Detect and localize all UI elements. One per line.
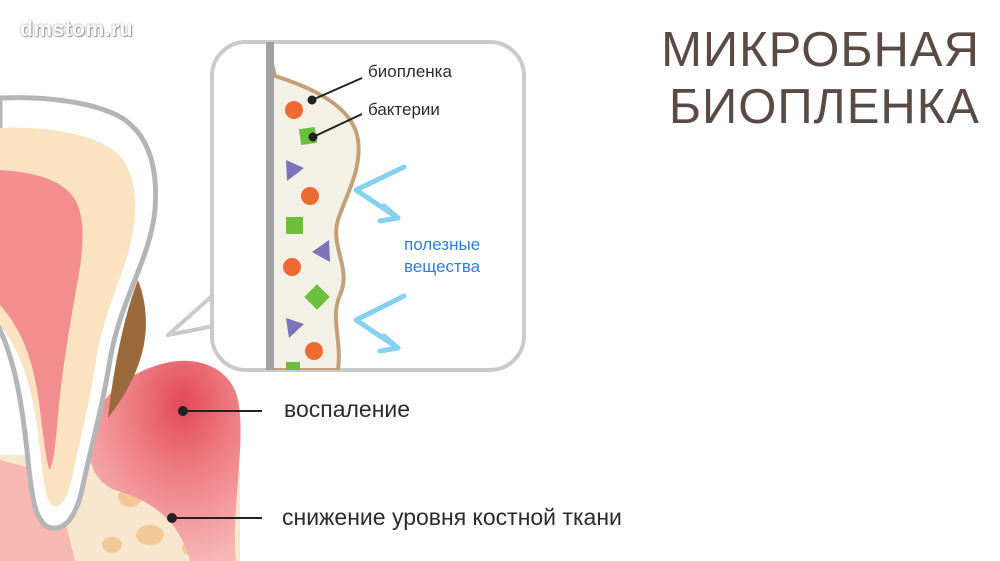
bacterium-purple <box>286 160 304 181</box>
bacteria-label: бактерии <box>368 100 440 119</box>
nutrient-arrows <box>353 164 407 354</box>
inset-frame <box>210 40 526 372</box>
bacterium-green <box>286 217 303 234</box>
arrow-lower-head <box>377 333 401 354</box>
tartar-deposit <box>108 280 146 418</box>
bacterium-green <box>286 362 300 370</box>
inflammation-pointer-dot <box>178 406 188 416</box>
inset-pointer <box>166 294 215 337</box>
bacterium-orange <box>301 187 319 205</box>
bacterium-purple <box>312 240 330 262</box>
bacteria-pointer-line <box>312 113 363 138</box>
nutrients-label-line-2: вещества <box>404 257 481 276</box>
biofilm-label: биопленка <box>368 62 452 81</box>
bone-loss-pointer-dot <box>167 513 177 523</box>
bacterium-purple <box>286 318 304 338</box>
bacterium-orange <box>285 101 303 119</box>
bacteria-pointer-dot <box>308 132 318 142</box>
tooth-pulp <box>0 170 83 470</box>
title-line-1: МИКРОБНАЯ <box>661 23 980 77</box>
title-line-2: БИОПЛЕНКА <box>668 80 980 134</box>
biofilm-layer <box>269 59 361 370</box>
bacterium-orange <box>305 342 323 360</box>
label-pointers <box>167 77 363 523</box>
watermark: dmstom.ru <box>20 18 134 41</box>
biofilm-pointer-dot <box>307 95 317 105</box>
nutrients-label: полезные вещества <box>404 234 480 278</box>
diagram-title: МИКРОБНАЯ БИОПЛЕНКА <box>560 22 980 136</box>
biofilm-pointer-line <box>311 77 363 101</box>
nutrients-label-line-1: полезные <box>404 235 481 254</box>
arrow-upper-head <box>377 203 401 224</box>
inflammation-label: воспаление <box>284 396 411 422</box>
bacterium-green <box>304 284 330 310</box>
bacterium-orange <box>283 258 301 276</box>
bacteria-cells <box>283 101 330 370</box>
bone-loss-label: снижение уровня костной ткани <box>282 504 622 530</box>
tooth-surface-line <box>266 42 274 370</box>
